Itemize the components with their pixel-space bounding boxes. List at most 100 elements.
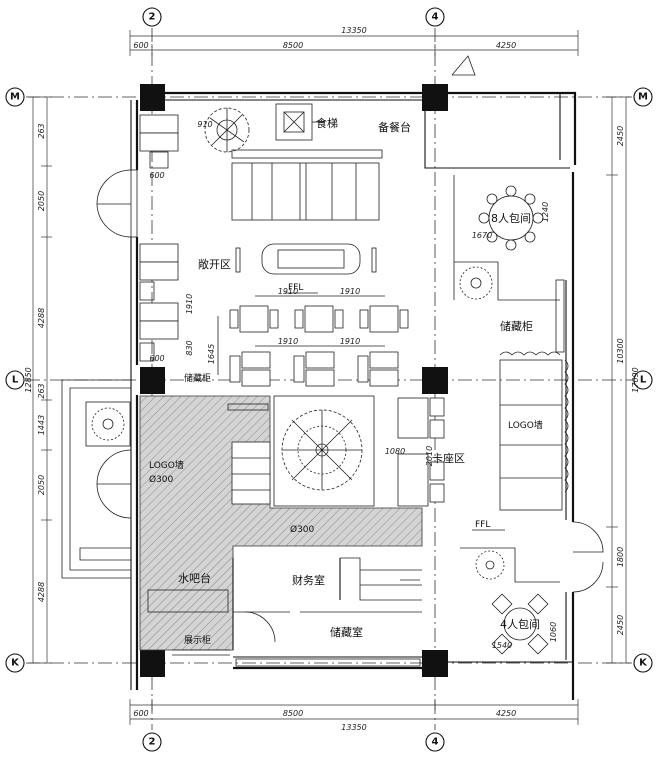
dim-left-1: 263 [37, 123, 46, 138]
level-marker-1: Ø300 [149, 474, 174, 485]
dim-top-left-small: 600 [133, 41, 148, 50]
dim-bottom-right: 4250 [496, 709, 516, 718]
dim-bottom-mid: 8500 [283, 709, 303, 718]
dim-top-total: 13350 [341, 26, 366, 35]
dining-tables-row-1: 1910 1910 [229, 287, 409, 333]
top-right-window [451, 55, 476, 76]
label-elevator: 食梯 [316, 116, 338, 130]
column-2l [140, 367, 165, 394]
level-marker-2: Ø300 [290, 524, 315, 535]
dimension-texts: 13350 600 8500 4250 13350 600 8500 4250 … [24, 26, 640, 732]
axis-bubble-left-l [5, 370, 25, 390]
axis-label-bottom-4: 4 [432, 737, 439, 748]
dining-tables-row-2: 1910 1910 [229, 337, 399, 387]
label-private-4: 4人包间 [500, 618, 540, 631]
axis-bubble-left-m [5, 87, 25, 107]
dim-right-total: 17090 [631, 367, 640, 392]
dim-inner-1910d: 1910 [278, 337, 298, 346]
private-room-8: 8人包间 1670 1240 [453, 175, 565, 353]
column-4l [422, 367, 448, 394]
axis-bubble-right-l [633, 370, 653, 390]
label-logo-wall-left: LOGO墙 [149, 459, 184, 471]
dim-left-total: 12850 [24, 367, 33, 392]
dim-right-3: 1800 [616, 547, 625, 567]
ffl-marker-2: FFL [475, 520, 490, 530]
top-left-seating: 910 600 [139, 107, 250, 180]
ffl-marker-1: FFL [288, 283, 303, 293]
label-logo-wall-right: LOGO墙 [508, 419, 543, 431]
left-terrace [61, 379, 131, 579]
axis-bubble-right-m [633, 87, 653, 107]
dim-left-4: 1443 [37, 415, 46, 435]
dim-inner-600a: 600 [149, 171, 164, 180]
dim-inner-1540: 1540 [492, 641, 512, 650]
label-private-8: 8人包间 [491, 212, 531, 225]
upper-stair [231, 162, 380, 221]
label-prep-counter: 备餐台 [378, 120, 411, 134]
axis-label-right-l: L [640, 375, 647, 386]
column-2k [140, 650, 165, 677]
axis-bubble-right-k [633, 653, 653, 673]
dim-left-6: 4288 [37, 582, 46, 602]
label-display-cabinet: 展示柜 [184, 634, 211, 646]
dim-inner-1910a: 1910 [185, 294, 194, 314]
dim-bottom-total: 13350 [341, 723, 366, 732]
dim-inner-910: 910 [197, 120, 212, 129]
label-storage-cabinet-left: 储藏柜 [184, 372, 211, 384]
label-storage-room: 储藏室 [330, 625, 363, 639]
entry-door-lower [96, 449, 132, 519]
label-finance-room: 财务室 [292, 573, 325, 587]
central-courtyard [273, 395, 375, 507]
axis-label-top-4: 4 [432, 12, 439, 23]
axis-label-left-k: K [11, 658, 20, 669]
dim-top-mid: 8500 [283, 41, 303, 50]
exterior-walls [130, 91, 577, 700]
dim-left-2: 2050 [37, 191, 46, 211]
dim-bottom-left-small: 600 [133, 709, 148, 718]
open-area: 敞开区 1910 830 600 1645 [139, 243, 377, 375]
dim-inner-1240: 1240 [541, 202, 550, 222]
dim-right-1: 2450 [616, 126, 625, 146]
dim-left-5: 2050 [37, 475, 46, 495]
axis-bubble-top-2 [142, 7, 162, 27]
dim-inner-1060: 1060 [549, 622, 558, 642]
structural-columns [140, 84, 448, 677]
axis-label-bottom-2: 2 [149, 737, 156, 748]
label-storage-cabinet-right: 储藏柜 [500, 319, 533, 333]
right-storage-area: 储藏柜 LOGO墙 [499, 319, 569, 511]
ffl-markers: FFL FFL [285, 283, 505, 531]
elevator: 食梯 备餐台 [231, 103, 411, 159]
dim-left-mid-small: 263 [37, 383, 46, 398]
dim-inner-1910e: 1910 [340, 337, 360, 346]
column-2m [140, 84, 165, 111]
entry-door-upper [96, 169, 138, 238]
dimension-lines [28, 30, 630, 725]
label-water-bar: 水吧台 [178, 571, 211, 585]
dim-inner-1645: 1645 [207, 344, 216, 364]
dim-inner-1910c: 1910 [340, 287, 360, 296]
dim-right-4: 2450 [616, 615, 625, 635]
axis-bubble-top-4 [425, 7, 445, 27]
dim-right-2: 10300 [616, 338, 625, 363]
axis-label-left-m: M [10, 92, 20, 103]
axis-label-right-k: K [639, 658, 648, 669]
dim-inner-1910b: 1910 [278, 287, 298, 296]
axis-bubble-bottom-2 [142, 732, 162, 752]
column-4m [422, 84, 448, 111]
private-room-4: 4人包间 1540 1060 [460, 521, 604, 655]
axis-bubbles: 2 4 2 4 M L K M L K [5, 7, 653, 752]
axis-bubble-left-k [5, 653, 25, 673]
dim-inner-2010: 2010 [425, 446, 434, 466]
card-seat-area: 卡座区 1080 2010 [385, 397, 465, 507]
dim-inner-1670: 1670 [472, 231, 492, 240]
column-4k [422, 650, 448, 677]
axis-label-right-m: M [638, 92, 648, 103]
dim-inner-1080: 1080 [385, 447, 405, 456]
dim-inner-830: 830 [185, 340, 194, 355]
dim-inner-600b: 600 [149, 354, 164, 363]
dim-left-3: 4288 [37, 308, 46, 328]
label-card-seats: 卡座区 [432, 451, 465, 465]
axis-label-left-l: L [12, 375, 19, 386]
lower-rooms: 财务室 储藏室 [232, 557, 422, 650]
